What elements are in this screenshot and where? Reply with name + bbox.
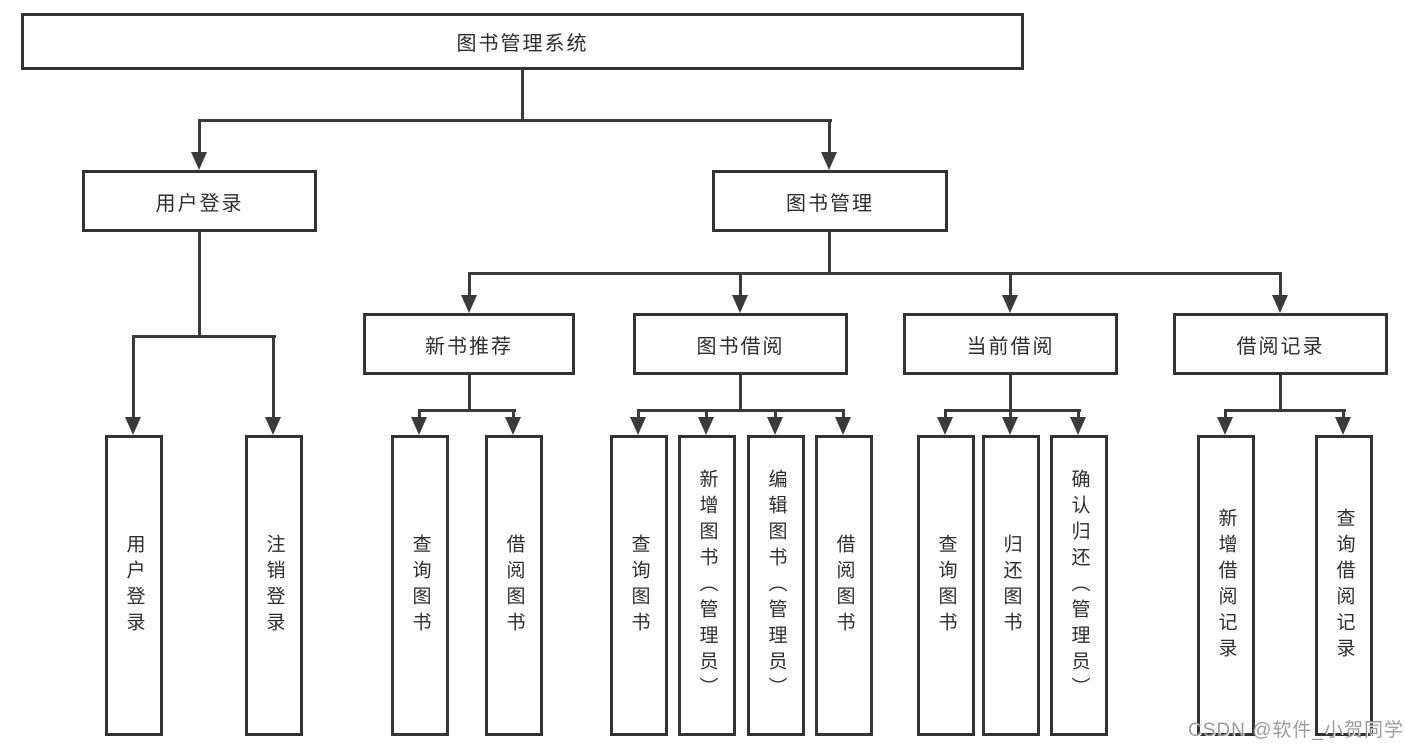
node-current-borrow: 当前借阅 (903, 313, 1118, 375)
leaf-borrow-borrow-books: 借阅图书 (815, 435, 873, 736)
node-book-borrow-label: 图书借阅 (696, 335, 785, 358)
arrow-to-new-book-recommend (460, 272, 477, 313)
arrow-to-book-management (820, 119, 837, 170)
root-node-label: 图书管理系统 (456, 33, 589, 55)
leaf-borrow-add-books-admin: 新增图书（管理员） (678, 435, 736, 736)
leaf-borrow-edit-books-admin-label: 编辑图书（管理员） (765, 468, 787, 703)
leaf-newbook-borrow-books: 借阅图书 (485, 435, 543, 736)
connector-current-borrow-rail (944, 409, 1081, 412)
node-borrow-records-label: 借阅记录 (1236, 335, 1325, 358)
connector-borrow-records-stem (1279, 375, 1282, 409)
arrow-to-newbook-query (410, 409, 427, 435)
node-new-book-recommend: 新书推荐 (363, 313, 575, 375)
leaf-borrow-edit-books-admin: 编辑图书（管理员） (747, 435, 805, 736)
arrow-to-current-return (1001, 409, 1018, 435)
arrow-to-newbook-borrow (504, 409, 521, 435)
node-user-login-label: 用户登录 (155, 192, 244, 215)
connector-root-rail (198, 119, 832, 122)
leaf-current-query-books-label: 查询图书 (935, 533, 957, 638)
connector-book-management-stem (828, 232, 831, 272)
connector-new-book-rail (418, 409, 516, 412)
leaf-logout-label: 注销登录 (263, 533, 285, 638)
connector-borrow-records-rail (1224, 409, 1346, 412)
leaf-borrow-query-books-label: 查询图书 (628, 533, 650, 638)
arrow-to-book-borrow (731, 272, 748, 313)
arrow-to-records-add (1216, 409, 1233, 435)
leaf-borrow-query-books: 查询图书 (610, 435, 668, 736)
csdn-watermark: CSDN @软件_小贺同学 (1188, 720, 1404, 741)
arrow-to-borrow-query (629, 409, 646, 435)
arrow-to-current-query (936, 409, 953, 435)
connector-user-login-rail (132, 335, 276, 338)
root-node-library-management-system: 图书管理系统 (21, 13, 1024, 70)
arrow-to-records-query (1334, 409, 1351, 435)
leaf-records-add-record-label: 新增借阅记录 (1215, 507, 1237, 664)
arrow-to-leaf-logout (264, 335, 281, 435)
leaf-current-query-books: 查询图书 (917, 435, 975, 736)
leaf-records-query-record-label: 查询借阅记录 (1333, 507, 1355, 664)
node-current-borrow-label: 当前借阅 (966, 335, 1055, 358)
leaf-newbook-query-books: 查询图书 (391, 435, 449, 736)
arrow-to-current-borrow (1001, 272, 1018, 313)
connector-new-book-stem (468, 375, 471, 409)
node-borrow-records: 借阅记录 (1173, 313, 1388, 375)
arrow-to-leaf-user-login (124, 335, 141, 435)
connector-book-borrow-rail (637, 409, 845, 412)
leaf-newbook-query-books-label: 查询图书 (409, 533, 431, 638)
connector-book-management-rail (468, 272, 1282, 275)
arrow-to-borrow-borrow (834, 409, 851, 435)
arrow-to-borrow-records (1271, 272, 1288, 313)
leaf-records-add-record: 新增借阅记录 (1197, 435, 1255, 736)
leaf-current-confirm-return-admin-label: 确认归还（管理员） (1068, 468, 1090, 703)
node-book-borrow: 图书借阅 (633, 313, 848, 375)
leaf-user-login: 用户登录 (105, 435, 163, 736)
arrow-to-borrow-add (697, 409, 714, 435)
node-user-login: 用户登录 (82, 170, 317, 232)
leaf-newbook-borrow-books-label: 借阅图书 (503, 533, 525, 638)
leaf-current-confirm-return-admin: 确认归还（管理员） (1050, 435, 1108, 736)
connector-root-stem (521, 70, 524, 120)
connector-current-borrow-stem (1009, 375, 1012, 409)
node-book-management-label: 图书管理 (786, 192, 874, 215)
arrow-to-user-login (190, 119, 207, 170)
leaf-borrow-borrow-books-label: 借阅图书 (833, 533, 855, 638)
leaf-user-login-label: 用户登录 (123, 533, 145, 638)
leaf-records-query-record: 查询借阅记录 (1315, 435, 1373, 736)
leaf-current-return-books: 归还图书 (982, 435, 1040, 736)
node-new-book-recommend-label: 新书推荐 (425, 335, 513, 358)
leaf-borrow-add-books-admin-label: 新增图书（管理员） (696, 468, 718, 703)
connector-user-login-stem (198, 232, 201, 335)
leaf-current-return-books-label: 归还图书 (1000, 533, 1022, 638)
leaf-logout: 注销登录 (245, 435, 303, 736)
arrow-to-borrow-edit (766, 409, 783, 435)
node-book-management: 图书管理 (712, 170, 948, 232)
connector-book-borrow-stem (739, 375, 742, 409)
arrow-to-current-confirm (1069, 409, 1086, 435)
